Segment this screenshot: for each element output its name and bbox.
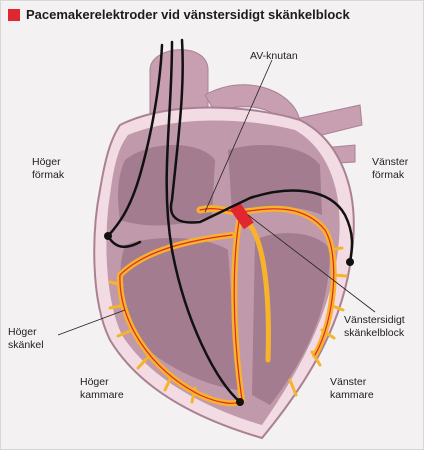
label-left-atrium-line1: Vänster: [372, 156, 408, 169]
label-right-atrium-line2: förmak: [32, 169, 64, 182]
label-right-ventricle: Höger kammare: [80, 376, 124, 402]
lead-tip-left-ventricle: [346, 258, 354, 266]
lead-tip-right-ventricle: [236, 398, 244, 406]
label-right-bundle-line1: Höger: [8, 326, 44, 339]
label-av-node: AV-knutan: [250, 50, 298, 63]
label-left-ventricle-line2: kammare: [330, 389, 374, 402]
left-atrium-cavity: [228, 145, 322, 215]
label-left-bundle-block: Vänstersidigt skänkelblock: [344, 314, 422, 340]
label-left-ventricle-line1: Vänster: [330, 376, 374, 389]
label-left-bundle-block-line1: Vänstersidigt: [344, 314, 422, 327]
label-right-ventricle-line2: kammare: [80, 389, 124, 402]
label-right-atrium: Höger förmak: [32, 156, 64, 182]
label-right-bundle-line2: skänkel: [8, 339, 44, 352]
label-left-bundle-block-line2: skänkelblock: [344, 327, 422, 340]
label-left-atrium: Vänster förmak: [372, 156, 408, 182]
label-right-bundle: Höger skänkel: [8, 326, 44, 352]
label-left-atrium-line2: förmak: [372, 169, 408, 182]
label-right-ventricle-line1: Höger: [80, 376, 124, 389]
label-right-atrium-line1: Höger: [32, 156, 64, 169]
label-left-ventricle: Vänster kammare: [330, 376, 374, 402]
lead-tip-right-atrium: [104, 232, 112, 240]
